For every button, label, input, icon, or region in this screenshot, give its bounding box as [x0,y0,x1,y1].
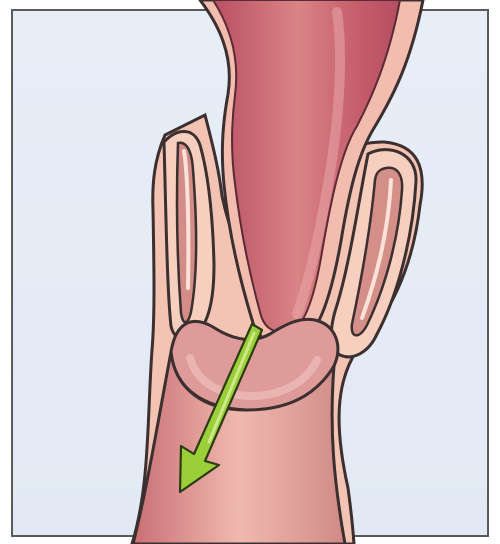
diagram-stage [0,0,500,544]
anatomy-diagram [0,0,500,544]
